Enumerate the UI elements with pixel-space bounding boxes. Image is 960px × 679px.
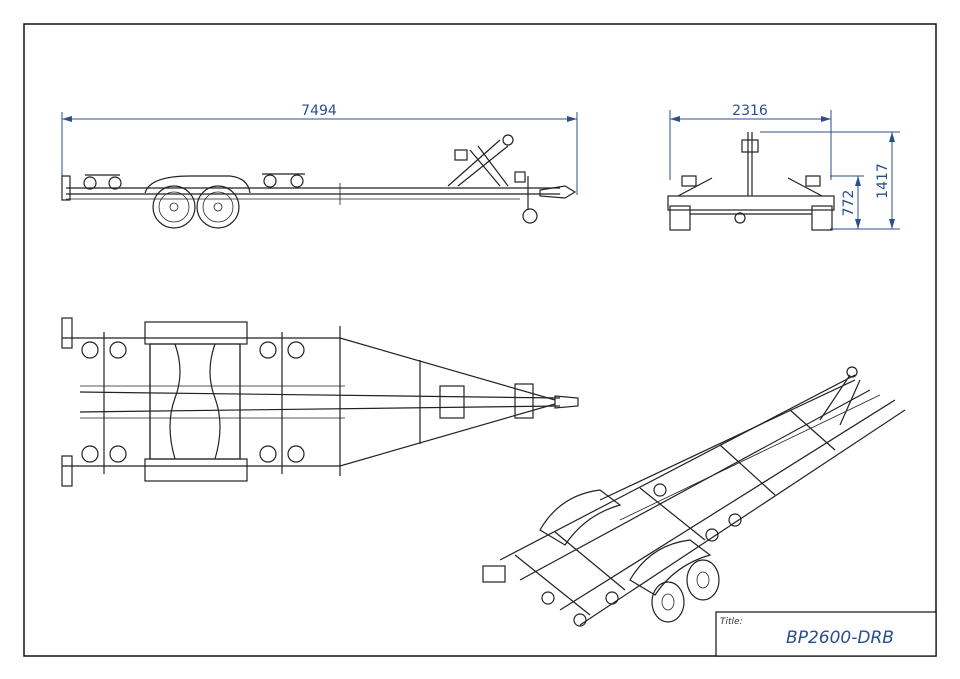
side-view: 7494 — [61, 103, 578, 229]
top-rollers — [81, 341, 305, 463]
dimension-height-total: 1417 — [760, 131, 900, 229]
title-block: Title: BP2600-DRB — [715, 611, 937, 657]
drawing-title: BP2600-DRB — [786, 628, 894, 648]
rear-view: 2316 772 1417 — [667, 103, 900, 231]
title-label: Title: — [720, 617, 743, 627]
dimension-length-label: 7494 — [301, 103, 337, 119]
top-view — [61, 317, 579, 487]
drawing-frame — [23, 23, 937, 657]
dimension-height-lower-label: 772 — [841, 190, 857, 217]
dimension-width-label: 2316 — [732, 103, 768, 119]
dimension-height-total-label: 1417 — [875, 163, 891, 199]
dimension-width: 2316 — [669, 103, 832, 180]
isometric-view — [482, 366, 906, 627]
dimension-height-lower: 772 — [830, 175, 900, 230]
dimension-length: 7494 — [61, 103, 578, 195]
